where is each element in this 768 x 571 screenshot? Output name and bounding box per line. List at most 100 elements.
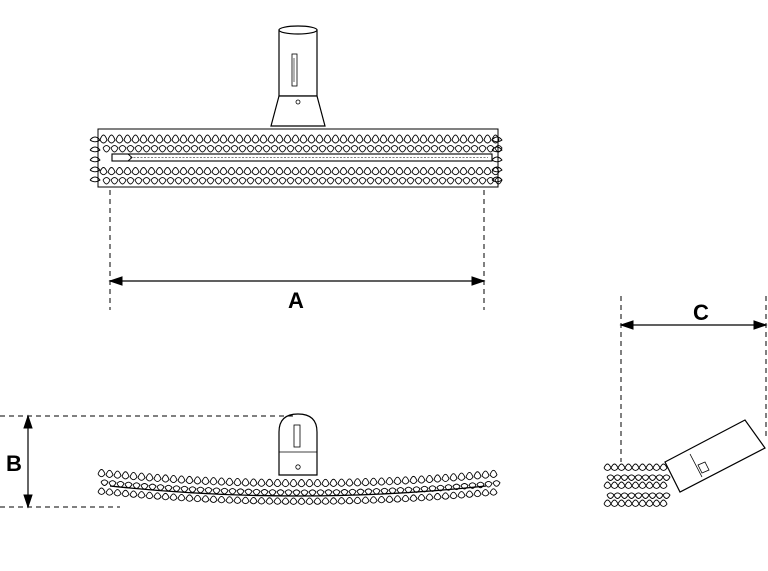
bristle-loop [318,145,327,153]
bristle-loop [225,477,234,486]
bristle-loop [379,167,388,176]
bristle-loop [89,146,101,153]
bristle-loop [451,134,460,144]
bristle-loop [634,474,643,481]
bristle-loop [446,177,455,185]
bristle-loop [603,481,612,489]
side-view [603,419,766,507]
bristle-loop [180,485,189,493]
bristle-loop [153,492,162,500]
bristle-loop [260,489,269,496]
handle-socket-front [278,413,318,476]
bristle-loop [340,489,349,496]
bristle-loop [177,493,186,502]
bristle-loop [126,145,135,153]
bristle-loop [262,177,271,185]
bristle-loop [222,177,231,185]
bristle-loop [273,497,282,505]
dimension-a [108,190,486,310]
bristle-loop [435,167,444,176]
bristle-loop [374,177,383,185]
bristle-loop [241,478,250,487]
bristle-loop [425,474,434,484]
bristle-block-top [89,128,503,188]
bristle-loop [443,167,452,176]
bristle-loop [206,145,215,153]
bristle-loop [617,499,626,507]
bristle-loop [334,145,343,153]
bristle-loop [230,177,239,185]
bristle-loop [238,145,247,153]
bristle-loop [454,177,463,185]
bristle-loop [393,495,402,503]
bristle-loop [624,481,633,489]
bristle-loop [121,489,130,498]
bristle-loop [398,145,407,153]
bristle-loop [491,146,503,153]
bristle-loop [473,471,482,480]
bristle-loop [475,134,484,144]
bristle-loop [254,177,263,185]
bristle-loop [219,134,228,144]
bristle-loop [268,489,277,496]
bristle-loop [185,475,194,485]
bristle-loop [281,497,290,505]
bristle-loop [382,177,391,185]
bristle-loop [393,476,402,485]
bristle-loop [217,495,226,504]
bristle-loop [387,134,396,144]
bristle-loop [246,145,255,153]
bristle-loop [204,487,213,494]
bristle-loop [307,167,316,176]
bristle-loop [401,494,410,503]
bristle-loop [137,491,146,499]
bristle-loop [353,496,362,505]
bristle-loop [486,177,495,185]
bristle-loop [89,166,101,173]
bristle-loop [166,177,175,185]
bristle-loop [278,177,287,185]
bristle-loop [161,492,170,501]
bristle-loop [379,134,388,144]
bristle-loop [209,477,218,486]
bristle-block-front [97,469,501,505]
bristle-loop [326,145,335,153]
bristle-loop [129,472,138,481]
bristle-loop [645,463,654,471]
bristle-loop [627,492,636,499]
bristle-loop [366,177,375,185]
bristle-loop [286,145,295,153]
bristle-loop [331,167,340,176]
bristle-loop [305,497,314,505]
bristle-loop [631,463,640,471]
bristle-loop [182,145,191,153]
bristle-loop [358,145,367,153]
bristle-loop [310,177,319,185]
bristle-loop [305,479,314,488]
bristle-loop [652,481,661,489]
bristle-loop [491,136,503,143]
bristle-loop [624,499,633,507]
bristle-loop [481,489,490,497]
bristle-loop [369,496,378,504]
bristle-loop [174,145,183,153]
bristle-loop [179,167,188,176]
bristle-loop [214,177,223,185]
bristle-loop [348,488,357,496]
bristle-loop [350,145,359,153]
bristle-loop [406,145,415,153]
bristle-loop [89,176,101,183]
bristle-loop [233,496,242,504]
bristle-loop [481,470,490,479]
bristle-loop [227,134,236,144]
bristle-loop [659,481,668,489]
handle-socket-top [270,25,326,127]
bristle-loop [110,145,119,153]
bristle-loop [662,492,671,499]
bristle-loop [465,490,474,498]
bristle-loop [411,134,420,144]
bristle-loop [97,487,106,495]
bristle-loop [648,492,657,499]
bristle-loop [241,496,250,505]
bristle-loop [267,134,276,144]
